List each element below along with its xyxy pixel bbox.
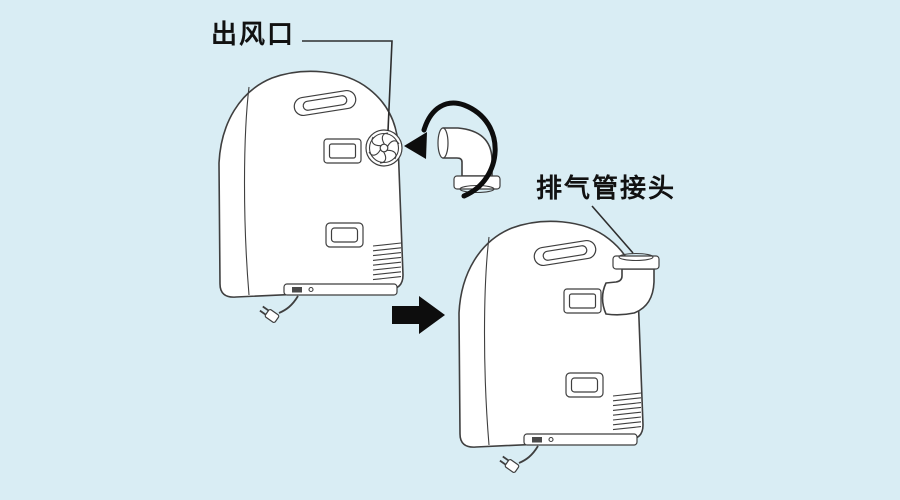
elbow-connector-left — [437, 127, 501, 194]
exhaust-connector-label: 排气管接头 — [536, 174, 677, 204]
machine-left-illustration — [218, 70, 404, 325]
air-outlet-fan-icon — [365, 129, 403, 167]
leader-line-exhaust-connector — [591, 205, 634, 254]
rotation-arrow — [404, 100, 498, 199]
elbow-connector-right — [601, 252, 660, 316]
transition-arrow — [392, 296, 445, 334]
air-outlet-label: 出风口 — [211, 20, 296, 50]
leader-line-air-outlet — [302, 40, 393, 132]
